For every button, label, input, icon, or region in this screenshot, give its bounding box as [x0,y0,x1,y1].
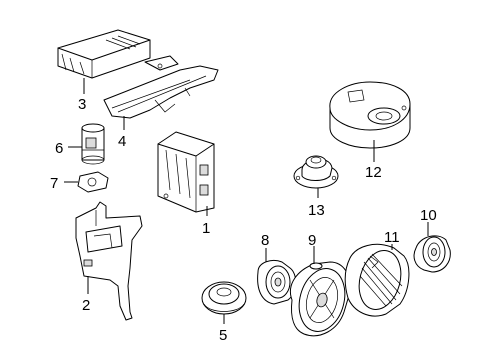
part-8-speaker [257,259,297,305]
callout-4: 4 [118,133,126,150]
part-12-subwoofer [329,81,411,149]
part-9-woofer [290,261,351,337]
callout-8: 8 [261,232,269,249]
part-10-tweeter [413,235,451,273]
callout-3: 3 [78,96,86,113]
part-5-speaker [201,281,247,315]
callout-2: 2 [82,297,90,314]
callout-6: 6 [55,140,63,157]
callout-9: 9 [308,232,316,249]
callout-5: 5 [219,327,227,344]
part-1-control-module [157,131,215,213]
callout-13: 13 [308,202,325,219]
part-11-grille-speaker [344,243,410,317]
part-4-bracket [103,55,219,119]
callout-1: 1 [202,220,210,237]
part-13-speaker [293,155,339,189]
callout-12: 12 [365,164,382,181]
callout-7: 7 [50,175,58,192]
callout-11: 11 [384,229,400,246]
part-6-cylinder [81,123,105,165]
part-3-module [57,29,151,79]
part-7-plate [77,171,109,193]
callout-10: 10 [420,207,437,224]
